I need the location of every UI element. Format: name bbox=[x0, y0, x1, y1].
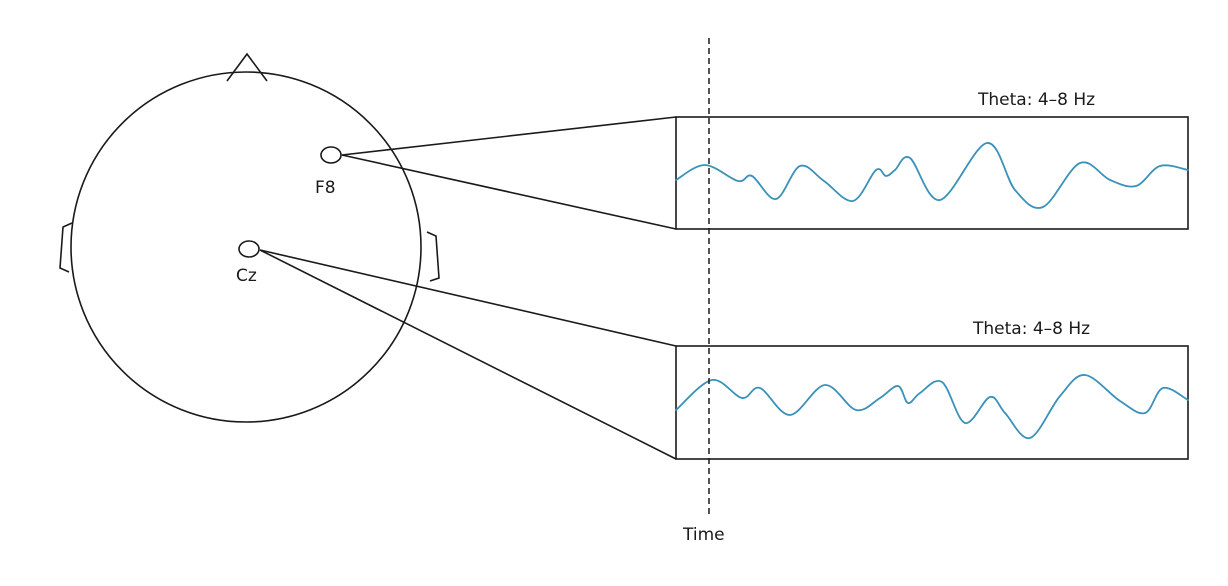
panel-cz: Theta: 4–8 Hz bbox=[675, 319, 1189, 460]
f8-connector-top bbox=[341, 116, 677, 156]
scalp-outline bbox=[70, 71, 422, 423]
cz-connector-bottom bbox=[259, 249, 677, 460]
panel-cz-wave bbox=[675, 374, 1189, 439]
panel-f8-title: Theta: 4–8 Hz bbox=[977, 90, 1095, 110]
electrode-f8-marker bbox=[320, 146, 342, 164]
right-ear bbox=[426, 231, 440, 282]
electrode-cz: Cz bbox=[236, 240, 260, 286]
time-label: Time bbox=[682, 525, 725, 545]
nose bbox=[226, 52, 268, 82]
panel-f8: Theta: 4–8 Hz bbox=[675, 90, 1189, 230]
electrode-f8-label: F8 bbox=[315, 178, 336, 198]
f8-connector-bottom bbox=[341, 154, 677, 230]
electrode-f8: F8 bbox=[315, 146, 342, 198]
panel-cz-title: Theta: 4–8 Hz bbox=[972, 319, 1090, 339]
panel-f8-wave bbox=[675, 142, 1189, 209]
electrode-cz-label: Cz bbox=[236, 266, 257, 286]
cz-connector-top bbox=[259, 249, 677, 347]
connector-lines bbox=[259, 116, 677, 460]
head bbox=[59, 52, 440, 423]
panel-cz-frame bbox=[675, 345, 1189, 460]
panel-f8-frame bbox=[675, 116, 1189, 230]
electrode-cz-marker bbox=[238, 240, 260, 258]
left-ear bbox=[59, 222, 73, 273]
